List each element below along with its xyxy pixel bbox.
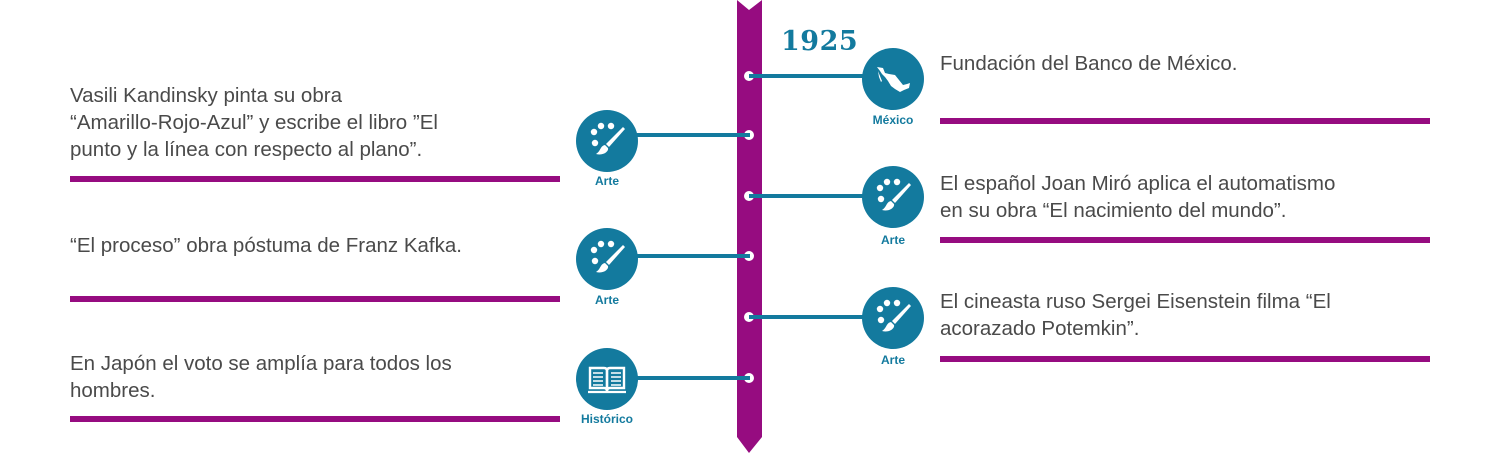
category-label: Histórico [580,412,633,426]
event-divider [940,237,1430,243]
palette-brush-icon [876,299,911,332]
palette-brush-icon [590,122,625,155]
event-divider [70,296,560,302]
event-text: El cineasta ruso Sergei Eisenstein filma… [940,290,1331,340]
palette-brush-icon [876,178,911,211]
timeline-connector [749,194,869,198]
category-label: Arte [880,353,905,367]
category-label: Arte [880,233,905,247]
event-text: El español Joan Miró aplica el automatis… [940,172,1336,222]
event-text: Vasili Kandinsky pinta su obra “Amarillo… [70,84,438,161]
timeline-connector [749,315,869,319]
open-book-icon [588,366,626,394]
event-text: En Japón el voto se amplía para todos lo… [70,352,452,402]
category-label: Arte [594,174,619,188]
timeline-connector [632,376,750,380]
category-icon-arte [862,287,924,349]
category-label: México [872,113,914,127]
event-text: Fundación del Banco de México. [940,52,1238,75]
timeline-connector [632,254,750,258]
category-icon-historico [576,348,638,410]
category-icon-mexico [862,48,924,110]
mexico-map-icon [877,67,910,92]
palette-brush-icon [590,240,625,273]
year-label: 1925 [781,26,859,57]
event-divider [940,356,1430,362]
category-label: Arte [594,293,619,307]
category-icon-arte [576,228,638,290]
event-divider [70,416,560,422]
event-text: “El proceso” obra póstuma de Franz Kafka… [70,234,462,257]
event-divider [940,118,1430,124]
timeline-connector [632,133,750,137]
event-divider [70,176,560,182]
category-icon-arte [576,110,638,172]
timeline-connector [749,74,869,78]
category-icon-arte [862,166,924,228]
